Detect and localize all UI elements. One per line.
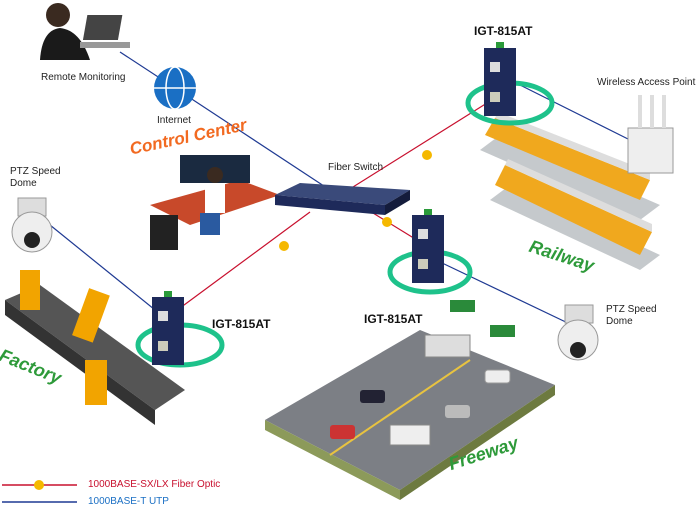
utp-links bbox=[49, 51, 631, 326]
legend-fiber-label: 1000BASE-SX/LX Fiber Optic bbox=[88, 479, 221, 490]
ptz-left-label-1: PTZ Speed bbox=[10, 166, 61, 177]
igt-mid-label: IGT-815AT bbox=[364, 312, 423, 326]
ptz-dome-right-device bbox=[557, 304, 599, 361]
fiber-switch-label: Fiber Switch bbox=[328, 162, 384, 173]
igt-top-label: IGT-815AT bbox=[474, 24, 533, 38]
igt-815at-left-device bbox=[152, 291, 184, 365]
igt-815at-top-device bbox=[484, 42, 516, 116]
wireless-access-point-device bbox=[627, 95, 674, 174]
railway-illustration bbox=[480, 112, 660, 270]
control-center-illustration bbox=[150, 155, 280, 250]
internet-label: Internet bbox=[157, 115, 191, 126]
remote-monitoring-label: Remote Monitoring bbox=[41, 72, 126, 83]
igt-left-label: IGT-815AT bbox=[212, 317, 271, 331]
ptz-right-label-1: PTZ Speed bbox=[606, 304, 657, 315]
freeway-illustration bbox=[265, 300, 555, 500]
internet-globe-icon bbox=[154, 66, 196, 110]
ptz-right-label-2: Dome bbox=[606, 316, 633, 327]
factory-illustration bbox=[5, 270, 185, 425]
wireless-ap-label: Wireless Access Point bbox=[597, 77, 696, 88]
legend-graphics bbox=[2, 480, 77, 503]
ptz-left-label-2: Dome bbox=[10, 178, 37, 189]
fiber-switch-device bbox=[275, 183, 410, 215]
remote-monitoring-illustration bbox=[40, 3, 130, 60]
legend-utp-label: 1000BASE-T UTP bbox=[88, 496, 169, 507]
fiber-markers bbox=[279, 150, 432, 251]
ptz-dome-left-device bbox=[11, 197, 53, 253]
igt-815at-mid-device bbox=[412, 209, 444, 283]
